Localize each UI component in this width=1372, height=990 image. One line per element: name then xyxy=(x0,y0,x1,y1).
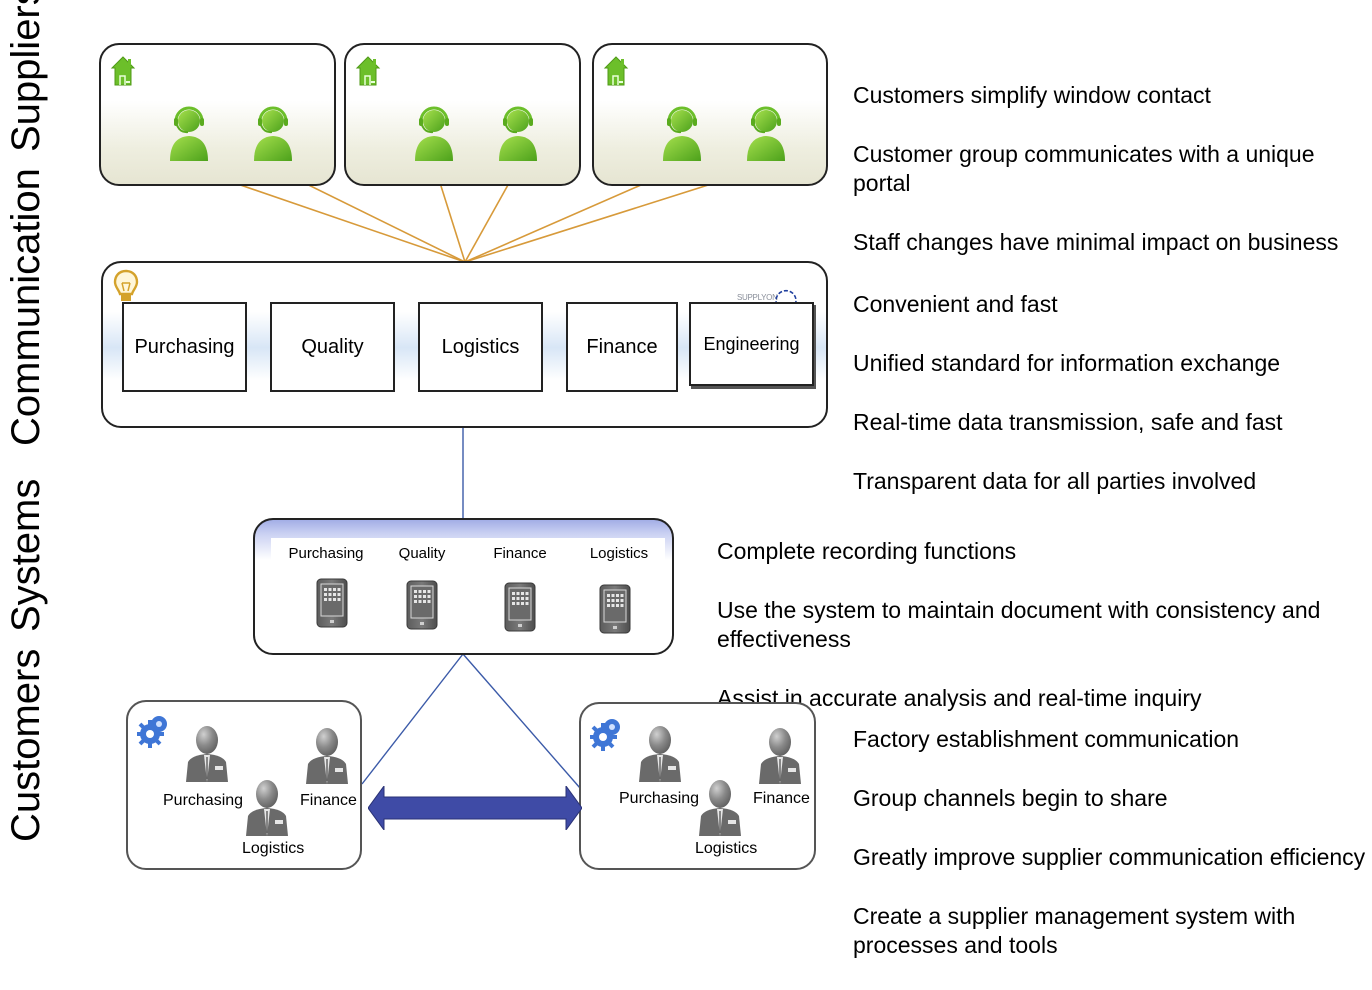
factory-person-label: Purchasing xyxy=(619,790,700,808)
gears-icon xyxy=(589,715,624,756)
dept-box-engineering: Engineering xyxy=(689,302,814,386)
headset-person-icon xyxy=(413,103,455,166)
system-customer-connector-right xyxy=(462,653,581,789)
house-icon xyxy=(355,55,381,92)
headset-person-icon xyxy=(745,103,787,166)
dept-label: Logistics xyxy=(441,335,520,358)
headset-person-icon xyxy=(661,103,703,166)
house-icon xyxy=(603,55,629,92)
description-line: Complete recording functions xyxy=(717,537,1017,564)
factory-person-label: Logistics xyxy=(695,840,758,857)
supplier-card xyxy=(99,43,336,186)
headset-person-icon xyxy=(168,103,210,166)
house-icon xyxy=(110,55,136,92)
dept-box-finance: Finance xyxy=(566,302,678,392)
factory-person-label: Purchasing xyxy=(163,792,244,810)
businessman-icon xyxy=(244,778,290,841)
bidirectional-arrow xyxy=(368,786,582,830)
factory-person-label: Logistics xyxy=(242,840,305,857)
businessman-icon xyxy=(757,726,803,789)
supplyon-logo-text: SUPPLYON xyxy=(737,293,778,302)
description-line: Greatly improve supplier communication e… xyxy=(853,843,1366,870)
businessman-icon xyxy=(304,726,350,789)
system-module-label: Purchasing xyxy=(288,545,364,562)
description-line: Unified standard for information exchang… xyxy=(853,349,1281,376)
gears-icon xyxy=(136,712,171,753)
dept-label: Purchasing xyxy=(134,335,235,358)
factory-person-label: Finance xyxy=(753,790,810,808)
tablet-icon xyxy=(599,584,631,639)
system-module-label: Logistics xyxy=(589,545,649,562)
businessman-icon xyxy=(184,724,230,787)
dept-box-purchasing: Purchasing xyxy=(122,302,247,392)
system-customer-connector-left xyxy=(361,653,464,785)
system-module-label: Finance xyxy=(493,545,547,562)
description-line: Use the system to maintain document with… xyxy=(717,596,1321,653)
description-line: Group channels begin to share xyxy=(853,784,1168,811)
tablet-icon xyxy=(406,580,438,635)
description-line: Factory establishment communication xyxy=(853,725,1240,752)
description-line: Customer group communicates with a uniqu… xyxy=(853,140,1315,197)
businessman-icon xyxy=(697,778,743,841)
supplyon-logo: SUPPLYON xyxy=(735,285,805,306)
dept-label: Engineering xyxy=(703,334,800,354)
supplier-card xyxy=(344,43,581,186)
communication-description: Convenient and fast Unified standard for… xyxy=(853,260,1353,526)
systems-module-header xyxy=(271,538,665,573)
description-line: Create a supplier management system with… xyxy=(853,902,1296,959)
tablet-icon xyxy=(504,582,536,637)
dept-label: Quality xyxy=(301,335,364,358)
lightbulb-icon xyxy=(113,269,139,301)
description-line: Transparent data for all parties involve… xyxy=(853,467,1257,494)
supplyon-swoosh-icon xyxy=(775,289,797,306)
dept-box-logistics: Logistics xyxy=(418,302,543,392)
description-line: Staff changes have minimal impact on bus… xyxy=(853,229,1339,255)
supplier-card xyxy=(592,43,828,186)
suppliers-description: Customers simplify window contact Custom… xyxy=(853,51,1372,287)
businessman-icon xyxy=(637,724,683,787)
dept-label: Finance xyxy=(586,335,658,358)
system-module-label: Quality xyxy=(398,545,446,562)
description-line: Convenient and fast xyxy=(853,290,1058,317)
dept-box-quality: Quality xyxy=(270,302,395,392)
factory-person-label: Finance xyxy=(300,792,357,810)
description-line: Customers simplify window contact xyxy=(853,81,1211,108)
tablet-icon xyxy=(316,578,348,633)
headset-person-icon xyxy=(497,103,539,166)
systems-description: Complete recording functions Use the sys… xyxy=(717,507,1337,743)
headset-person-icon xyxy=(252,103,294,166)
description-line: Real-time data transmission, safe and fa… xyxy=(853,408,1283,435)
customers-description: Factory establishment communication Grou… xyxy=(853,695,1372,990)
